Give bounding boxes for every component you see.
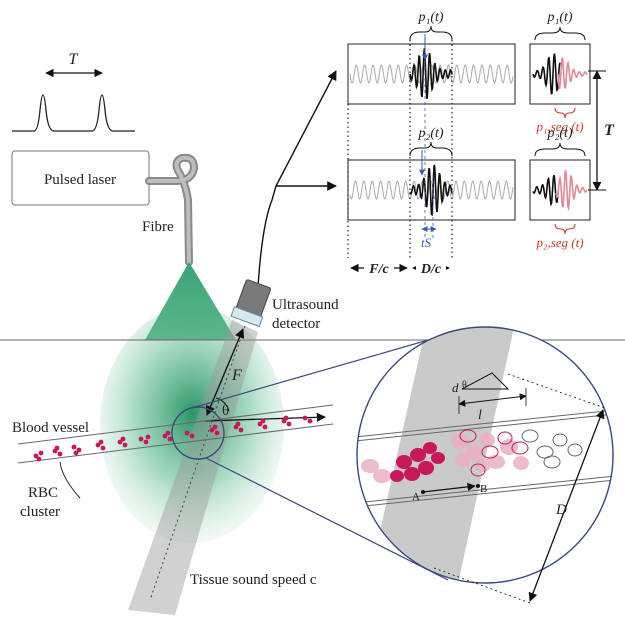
point-b-label: B (480, 483, 487, 495)
ts-label: tS (421, 235, 432, 250)
period-label: T (69, 51, 79, 68)
zoom-l-label: l (478, 408, 482, 423)
pulsed-laser: Pulsed laser (11, 150, 150, 206)
rbc-label-line1: RBC (28, 485, 58, 501)
focal-label: F (231, 367, 242, 384)
detector-label-line2: detector (272, 316, 320, 332)
p1-seg-label: p₁,seg (t) (535, 119, 583, 134)
angle-label: θ (222, 403, 229, 419)
ultrasound-detector: Ultrasound detector (230, 70, 339, 332)
rbc-clusters (33, 415, 313, 462)
rbc-label-line2: cluster (20, 504, 60, 520)
laser-pulse-train: T (12, 51, 135, 132)
p1-label: p₁(t) (417, 10, 443, 25)
p1-small-label: p₁(t) (546, 10, 572, 25)
p2-label: p₂(t) (417, 126, 443, 141)
detector-label-line1: Ultrasound (272, 297, 339, 313)
right-period-label: T (604, 122, 615, 139)
laser-label: Pulsed laser (44, 172, 116, 188)
signal-panels: p₁(t) p₂(t) p₁(t) p₁,seg (t) p₂(t) p₂,se… (347, 10, 615, 277)
focal-distance-arrow (205, 328, 245, 416)
focus-region (171, 406, 225, 460)
zoom-connector-bottom (205, 457, 449, 581)
fibre: Fibre (142, 153, 199, 266)
zoom-theta-label: θ (462, 380, 467, 391)
p2-seg-label: p₂,seg (t) (535, 235, 583, 250)
dimension-D: D (433, 373, 606, 604)
F-over-c-label: F/c (368, 262, 389, 277)
zoom-inset: A B d θ l (356, 326, 614, 584)
segment-box-2 (529, 159, 591, 221)
D-label: D (555, 502, 567, 518)
blood-vessel: Blood vessel (12, 404, 334, 464)
zoom-d-label: d (452, 380, 459, 395)
D-over-c-label: D/c (420, 262, 442, 277)
point-a-label: A (412, 491, 420, 503)
tissue-label: Tissue sound speed c (190, 572, 317, 588)
vessel-label: Blood vessel (12, 420, 89, 436)
p2-small-label: p₂(t) (546, 126, 572, 141)
zoom-connector-top (191, 327, 471, 409)
fibre-label: Fibre (142, 219, 174, 235)
